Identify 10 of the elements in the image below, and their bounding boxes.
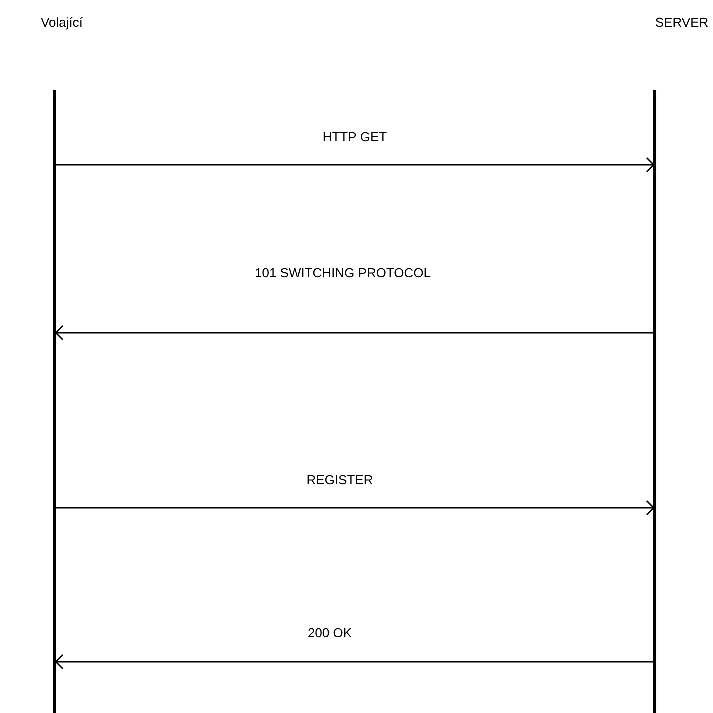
edge-label: HTTP GET xyxy=(324,132,387,142)
edge-label: REGISTER xyxy=(308,475,373,485)
participant-label: Volající xyxy=(41,17,83,30)
edge-label: 200 OK xyxy=(308,628,352,638)
arrow xyxy=(55,500,655,516)
edge-label: 101 SWITCHING PROTOCOL xyxy=(256,268,431,278)
participant-label: SERVER xyxy=(656,18,708,28)
arrow xyxy=(55,654,655,670)
arrow xyxy=(55,157,655,173)
arrow xyxy=(55,325,655,341)
